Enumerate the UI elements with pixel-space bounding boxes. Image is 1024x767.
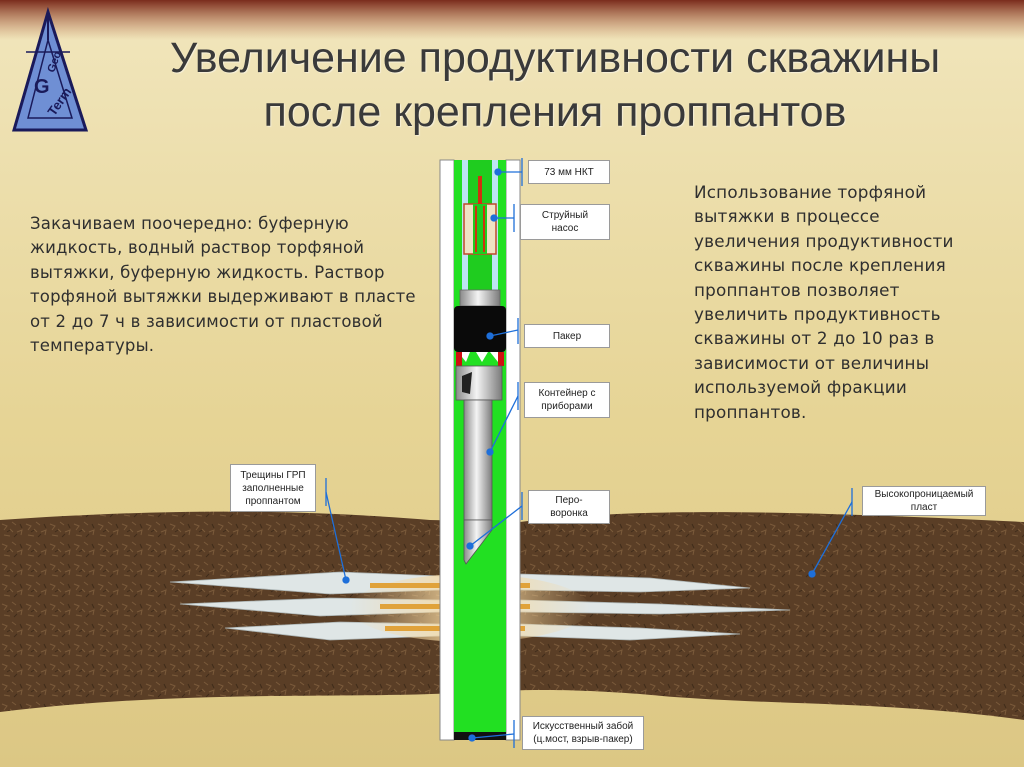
callout-tubing: 73 мм НКТ — [528, 160, 610, 184]
injection-description: Закачиваем поочередно: буферную жидкость… — [30, 214, 416, 356]
container-tube — [463, 399, 493, 521]
page-title-line-1: Увеличение продуктивности скважины — [169, 34, 941, 82]
callout-bottom: Искусственный забой (ц.мост, взрыв-пакер… — [522, 716, 644, 750]
mule-shoe — [463, 519, 493, 565]
productivity-description: Использование торфяной вытяжки в процесс… — [694, 182, 954, 422]
logo-text-geo: Geo — [45, 49, 65, 75]
jet-pump — [463, 176, 497, 255]
logo: Geo G Term — [14, 12, 86, 130]
packer-cap — [459, 289, 501, 307]
callout-fractures: Трещины ГРП заполненные проппантом — [230, 464, 316, 512]
container-clamp — [462, 372, 472, 394]
logo-mark — [12, 6, 89, 132]
leader-lines — [325, 158, 853, 748]
callout-formation: Высокопроницаемый пласт — [862, 486, 986, 516]
callout-jet-pump: Струйный насос — [520, 204, 610, 240]
callout-packer: Пакер — [524, 324, 610, 348]
page-title-line-2: после крепления проппантов — [263, 88, 847, 136]
casing-right-wall — [505, 159, 521, 741]
packer-red-band — [456, 352, 504, 366]
bottom-plug — [454, 732, 506, 740]
logo-text-g: G — [34, 76, 50, 98]
callout-funnel: Перо- воронка — [528, 490, 610, 524]
callout-container: Контейнер с приборами — [524, 382, 610, 418]
packer-element — [454, 306, 506, 352]
top-band — [0, 0, 1024, 40]
